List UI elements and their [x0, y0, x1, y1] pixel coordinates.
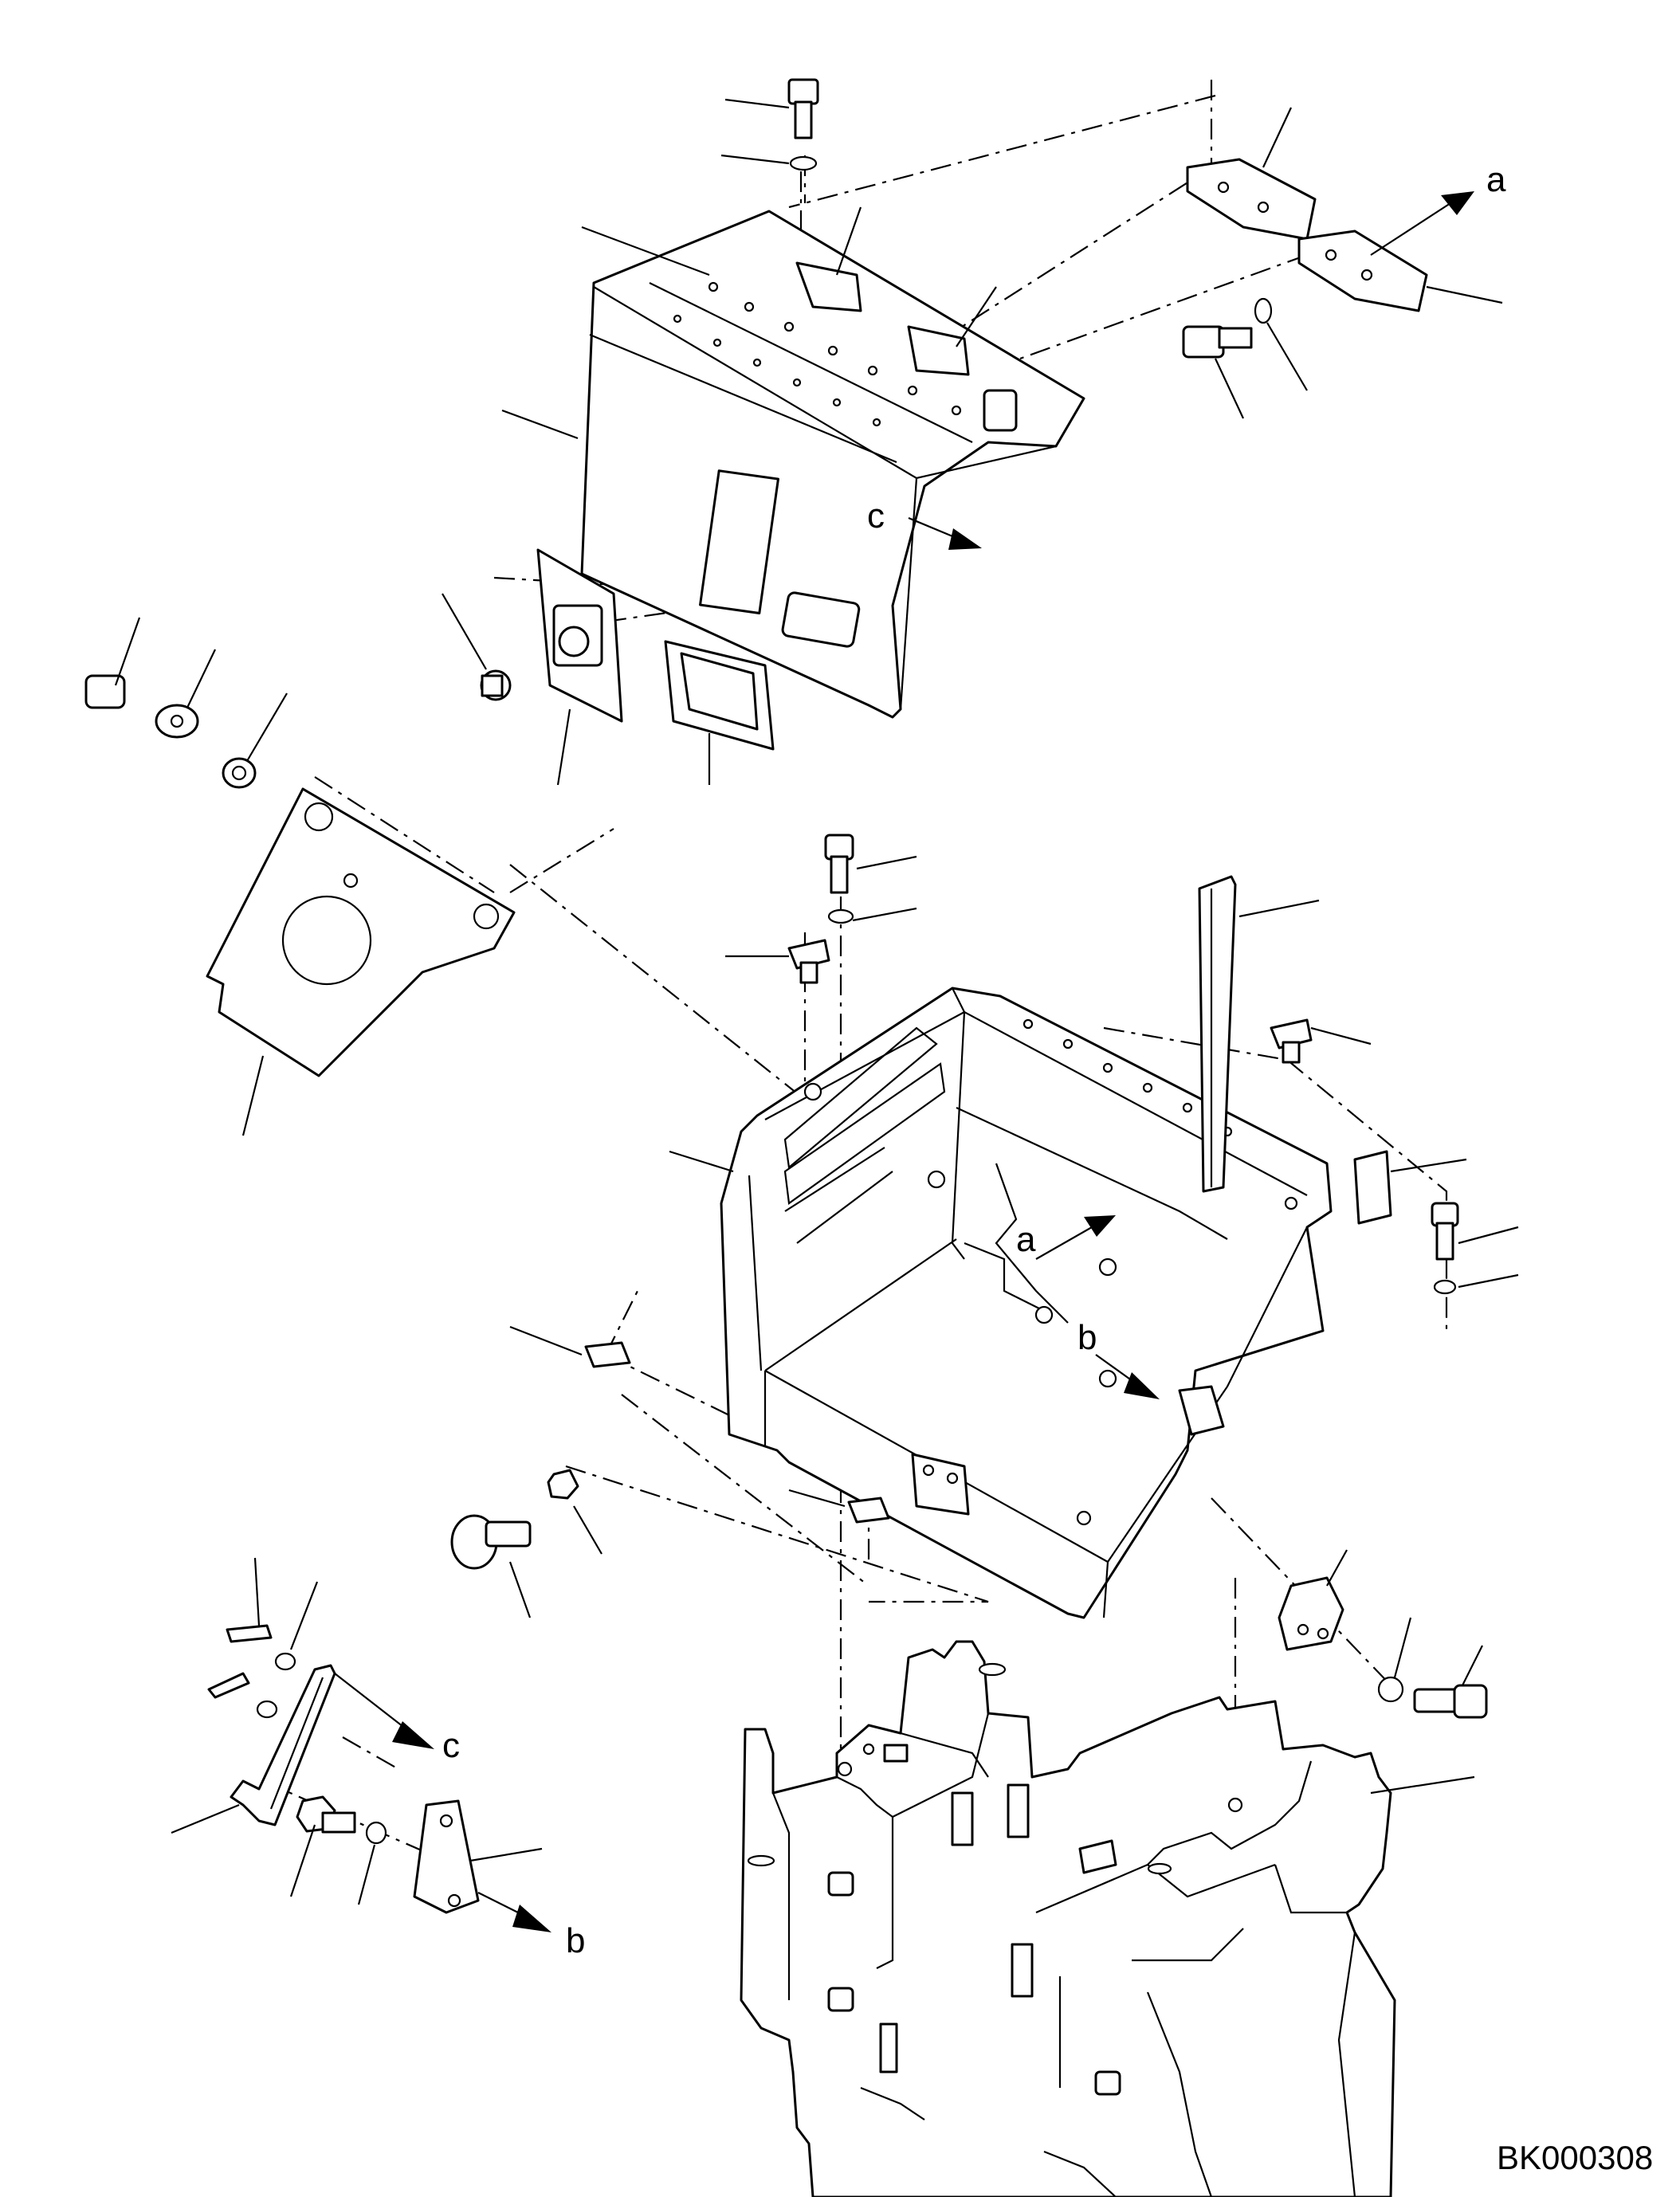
side-plate	[206, 787, 516, 1136]
box-top-holes	[803, 1018, 1298, 1210]
knob-assembly	[450, 1469, 603, 1618]
right-hinge	[1278, 1549, 1348, 1651]
callout-c-bottom: c	[442, 1726, 460, 1765]
callout-b-bottom: b	[566, 1921, 585, 1960]
top-cover	[580, 210, 1085, 719]
callout-labels: a c a b c b BK000308	[442, 160, 1653, 2176]
box-pin-left	[725, 939, 830, 984]
drawing-code: BK000308	[1497, 2139, 1653, 2176]
right-bottom-bolt	[1377, 1617, 1488, 1719]
bottom-left-bolt	[289, 1795, 387, 1905]
frame	[740, 1640, 1475, 2197]
callout-a-inner: a	[1016, 1220, 1036, 1259]
side-bolt-right	[1182, 297, 1308, 419]
box-pin-right	[1270, 1018, 1372, 1064]
right-bolt	[1431, 1202, 1519, 1295]
callout-c-cover: c	[867, 496, 885, 536]
small-seal	[1353, 1150, 1467, 1225]
bottom-left-plate	[413, 1799, 551, 1932]
arrow-c-cover	[908, 516, 982, 550]
hinge-brackets	[1186, 107, 1503, 312]
pads	[509, 1325, 890, 1524]
latch-assembly	[442, 548, 623, 786]
cover-top-holes	[673, 281, 962, 427]
rail-seal	[1198, 875, 1320, 1193]
arrow-a-inner	[1035, 1215, 1116, 1260]
box-top-bolt	[824, 834, 917, 924]
top-bolt	[720, 78, 819, 171]
arrow-b-inner	[1095, 1354, 1160, 1399]
left-hardware	[84, 617, 288, 789]
cover-leaders	[501, 206, 997, 440]
main-box	[669, 987, 1333, 1619]
callout-b-inner: b	[1077, 1318, 1097, 1357]
handle-assembly	[664, 640, 775, 785]
callout-a-top: a	[1486, 160, 1506, 199]
arrow-a-top	[1370, 191, 1474, 256]
linkage	[171, 1557, 434, 1834]
